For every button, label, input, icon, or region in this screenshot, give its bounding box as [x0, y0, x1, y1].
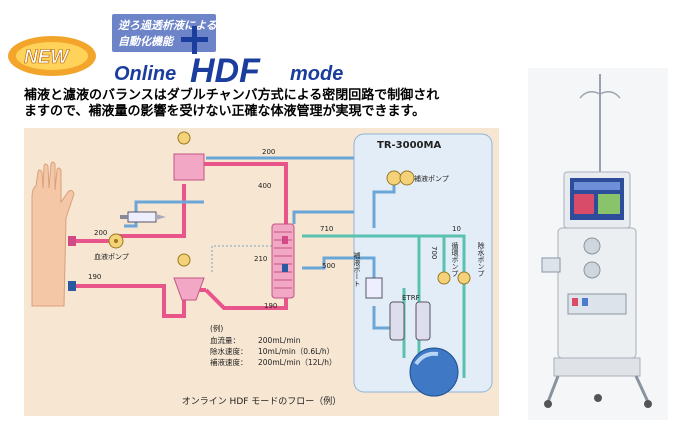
dialysate-circuit	[124, 156, 396, 330]
blood-pump-icon	[108, 233, 124, 249]
dialysis-machine-photo	[528, 68, 668, 420]
intro-text: 補液と濾液のバランスはダブルチャンバ方式による密閉回路で制御され ますので、補液…	[24, 88, 440, 119]
flow-diagram-graphic	[31, 131, 493, 397]
title-online: Online	[114, 63, 176, 85]
iv-hooks	[579, 91, 621, 99]
pump-head-1	[583, 237, 601, 255]
etrf-label: ETRF	[402, 294, 420, 302]
machine-model-label: TR-3000MA	[377, 140, 442, 151]
upper-clamp-icon	[177, 131, 191, 145]
example-heading: (例)	[210, 324, 224, 333]
header-banner: NEW 逆ろ過透析液による 自動化機能 Online HDF mode	[0, 0, 360, 90]
lower-clamp-icon	[177, 253, 191, 267]
flow-label-210: 210	[254, 255, 268, 263]
replacement-port	[365, 277, 383, 299]
dialyzer	[271, 223, 295, 299]
flow-label-200-top: 200	[262, 148, 276, 156]
drip-chamber	[173, 277, 205, 301]
plus-icon	[181, 26, 208, 54]
syringe-icon	[120, 211, 166, 223]
etrf-filter-2	[415, 301, 431, 341]
flow-label-200-left: 200	[94, 229, 108, 237]
pressure-line	[211, 245, 286, 272]
uf-pump-icon	[457, 271, 471, 285]
diagram-caption: オンライン HDF モードのフロー（例）	[181, 397, 342, 407]
flow-label-700: 700	[430, 246, 438, 260]
title-hdf: HDF	[190, 52, 261, 88]
caster-left	[544, 400, 552, 408]
example-key-uf-rate: 除水速度：	[210, 347, 248, 356]
flow-diagram: TR-3000MA 200 400 200 190 210 190 710 50…	[24, 128, 499, 416]
example-value-blood-flow: 200mL/min	[258, 336, 301, 345]
chamber-highlight	[414, 351, 439, 366]
side-module	[541, 257, 561, 273]
upper-chamber	[173, 153, 205, 181]
flow-label-710: 710	[320, 225, 334, 233]
example-value-replacement-rate: 200mL/min（12L/h）	[258, 358, 337, 367]
blood-pump-label: 血液ポンプ	[94, 253, 129, 261]
caster-center	[594, 394, 602, 402]
banner-graphic: NEW 逆ろ過透析液による 自動化機能 Online HDF mode	[8, 14, 343, 90]
subtitle-plate	[112, 14, 216, 52]
flow-label-500: 500	[322, 262, 336, 270]
arterial-connector	[68, 236, 76, 246]
pump-head-2	[583, 261, 601, 279]
replacement-pump-icon	[386, 170, 415, 186]
etrf-filter-1	[389, 301, 405, 341]
replacement-pump-label: 補液ポンプ	[414, 175, 449, 183]
replacement-port-label: 補液ポート	[353, 252, 361, 287]
venous-connector	[68, 281, 76, 291]
flow-label-190-bottom: 190	[264, 302, 278, 310]
subtitle-line-2: 自動化機能	[118, 35, 175, 48]
flow-label-190-left: 190	[88, 273, 102, 281]
machine-base	[553, 357, 641, 377]
circulation-pump-icon	[437, 271, 451, 285]
flow-label-10: 10	[452, 225, 461, 233]
new-badge-text: NEW	[24, 47, 70, 68]
dialyzer-port-top	[282, 236, 288, 244]
example-key-replacement-rate: 補液速度：	[210, 358, 248, 367]
subtitle-line-1: 逆ろ過透析液による	[118, 19, 217, 32]
title-mode: mode	[290, 63, 343, 85]
example-value-uf-rate: 10mL/min（0.6L/h）	[258, 347, 335, 356]
new-badge: NEW	[8, 36, 96, 76]
caster-right	[644, 400, 652, 408]
uf-pump-label: 除水ポンプ	[477, 242, 485, 277]
patient-arm	[31, 161, 75, 307]
flow-label-400: 400	[258, 182, 272, 190]
machine-illustration	[528, 68, 668, 420]
dialyzer-port-bottom	[282, 264, 288, 272]
example-key-blood-flow: 血流量：	[210, 336, 240, 345]
circulation-pump-label: 循環ポンプ	[451, 242, 459, 277]
